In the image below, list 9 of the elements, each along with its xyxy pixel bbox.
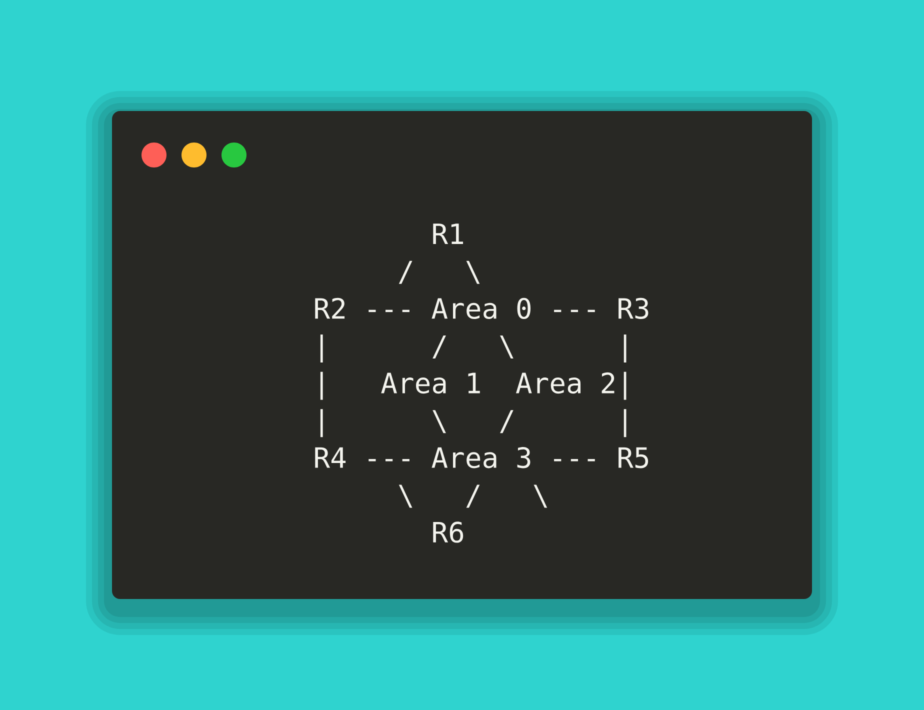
- ascii-art-line: R2 --- Area 0 --- R3: [315, 298, 648, 319]
- ascii-art-line: | / \ |: [320, 334, 626, 362]
- ascii-art-line: | \ / |: [320, 409, 626, 438]
- ascii-art-line: \ / \: [398, 484, 548, 508]
- ascii-art-line: R1: [433, 224, 464, 244]
- ascii-art-line: / \: [398, 260, 480, 284]
- ascii-art-line: | Area 1 Area 2|: [320, 372, 626, 400]
- ascii-art-line: R4 --- Area 3 --- R5: [315, 447, 648, 468]
- ascii-art-line: R6: [433, 522, 464, 543]
